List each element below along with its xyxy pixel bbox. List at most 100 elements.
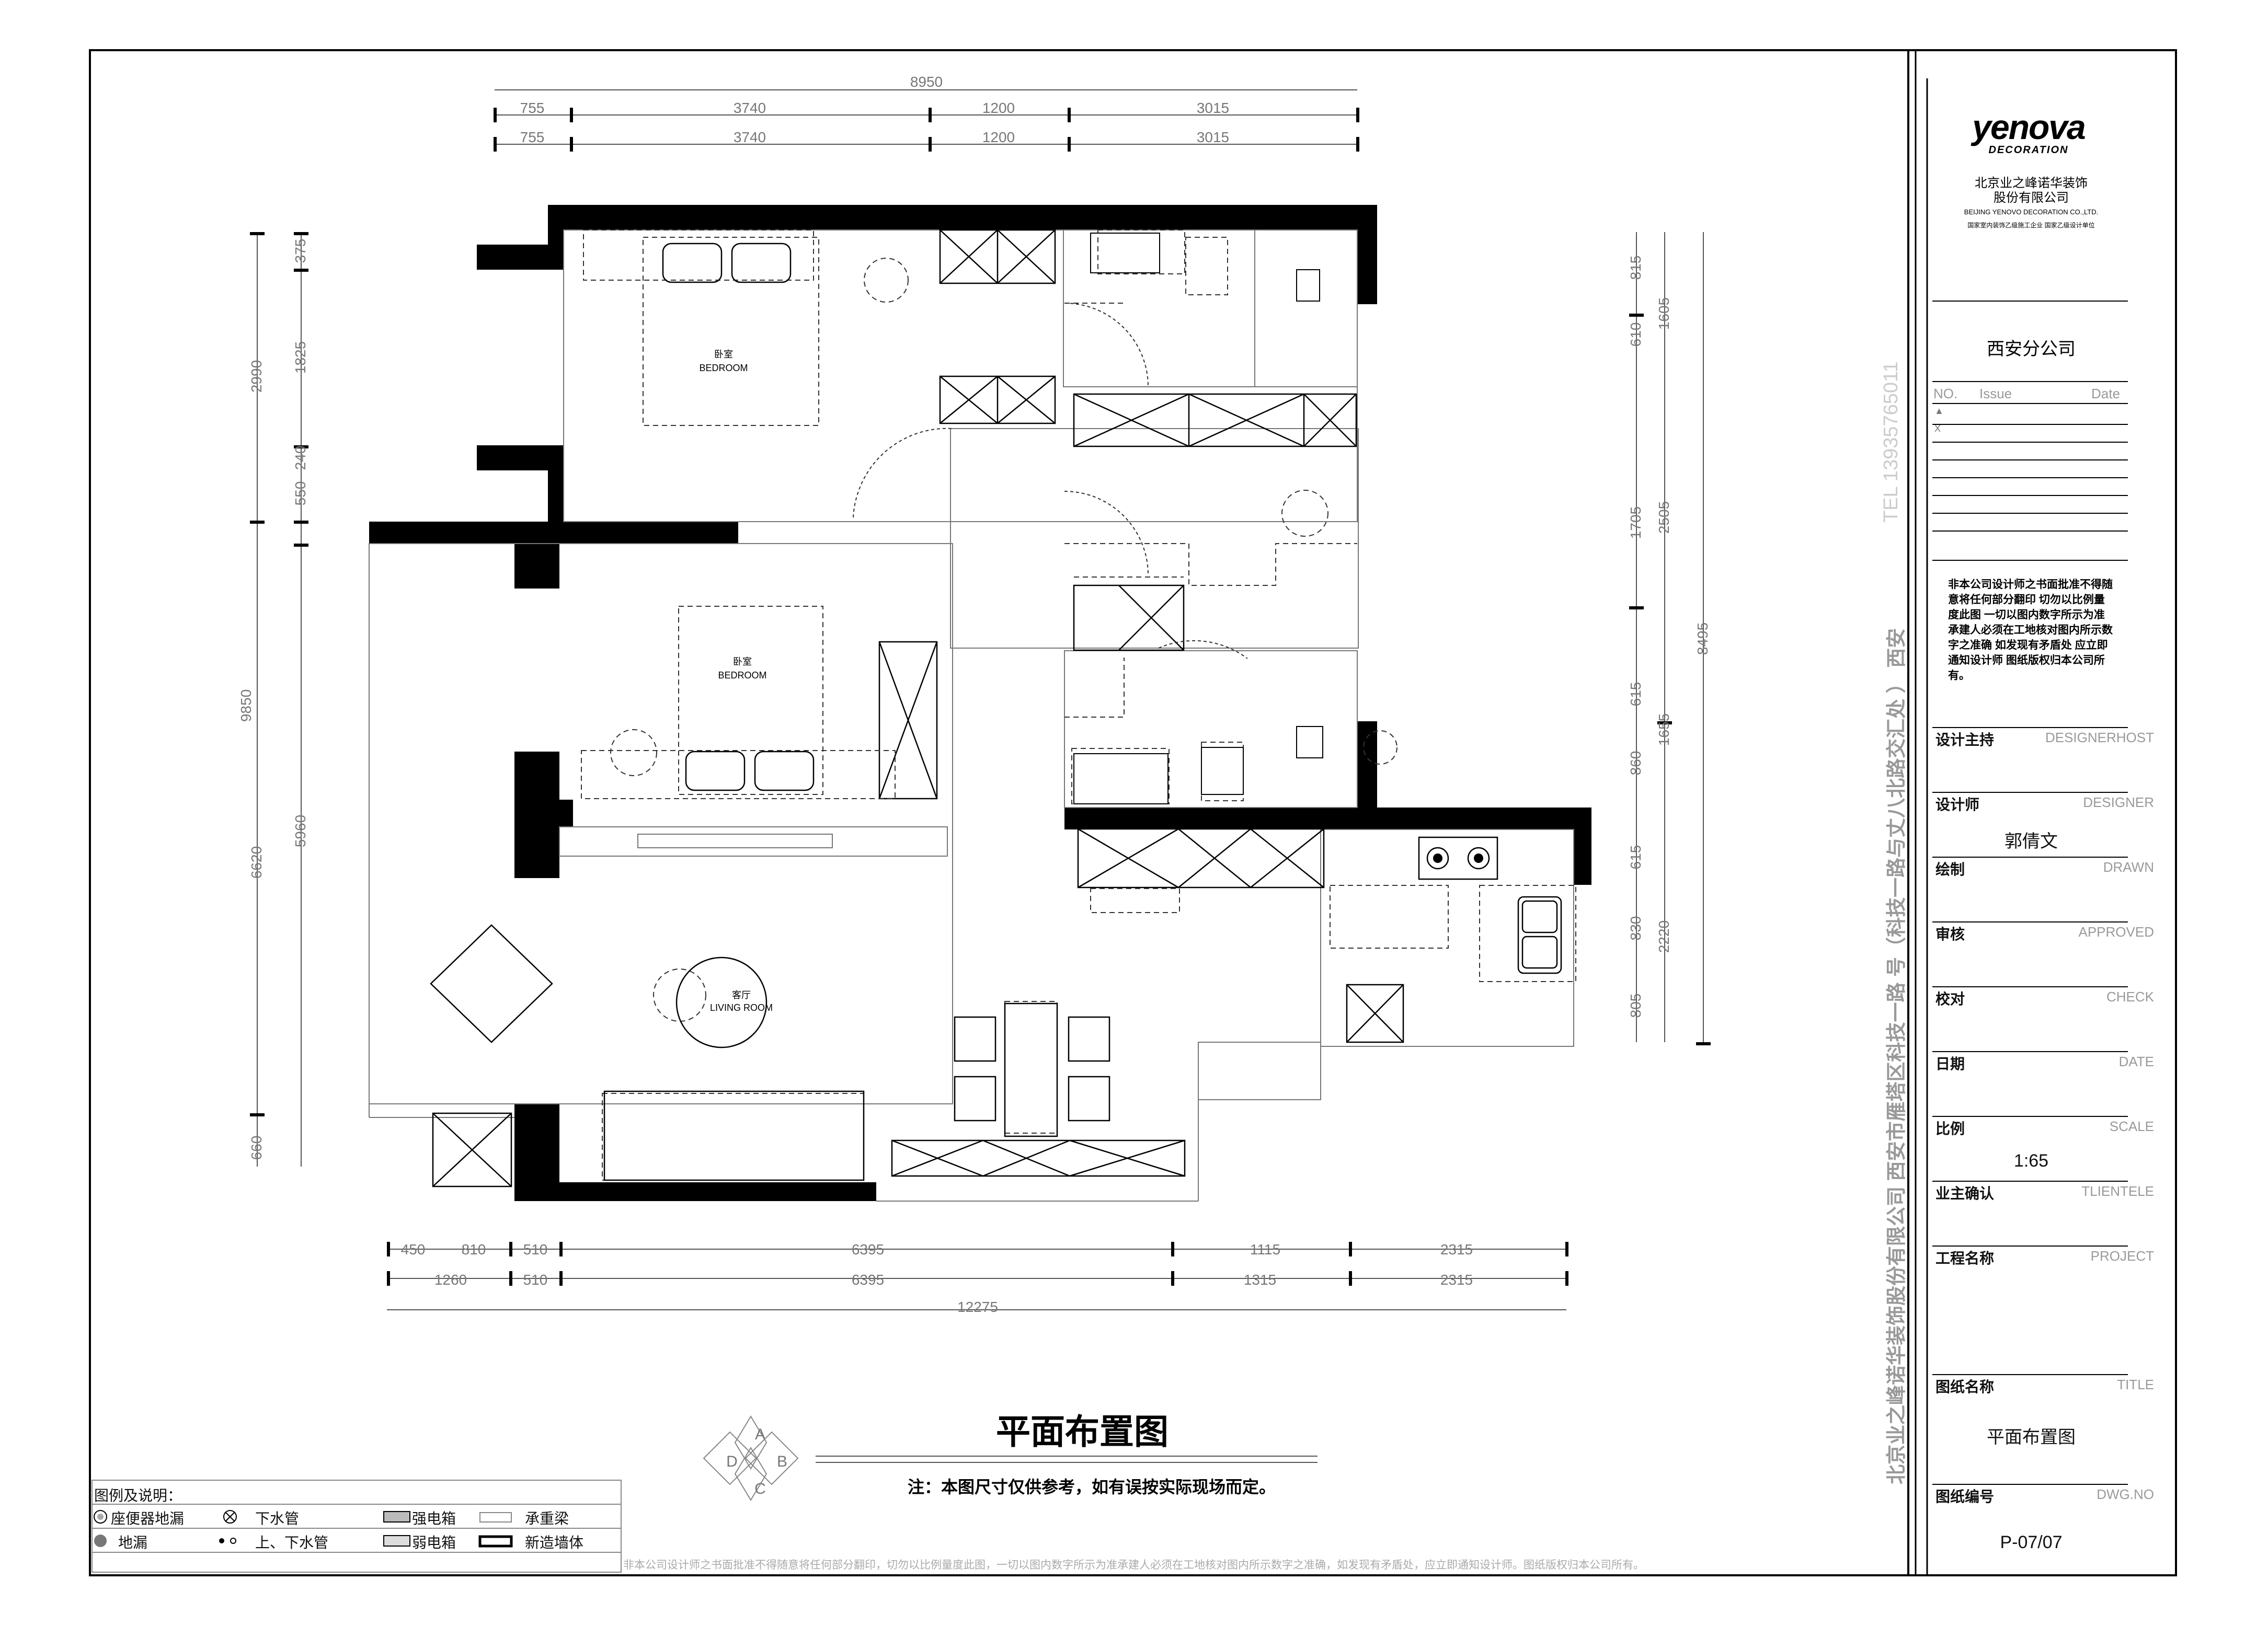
compass-letter-b: B bbox=[777, 1453, 787, 1470]
dim-bottom-10: 1315 bbox=[1244, 1272, 1276, 1288]
dim-top-total: 8950 bbox=[910, 74, 943, 90]
dim-right-13: 2220 bbox=[1656, 920, 1672, 953]
dim-bottom-11: 2315 bbox=[1440, 1272, 1473, 1288]
field-en-designer: DESIGNER bbox=[2083, 794, 2154, 810]
field-en-check: CHECK bbox=[2106, 989, 2154, 1005]
field-en-designerhost: DESIGNERHOST bbox=[2045, 730, 2154, 745]
dim-left-8: 550 bbox=[292, 481, 308, 506]
issue-mark-1: ▲ bbox=[1934, 406, 1944, 416]
weak-electric-box-icon bbox=[383, 1535, 410, 1547]
dim-top-6: 3740 bbox=[734, 129, 766, 145]
footer-disclaimer: 非本公司设计师之书面批准不得随意将任何部分翻印，切勿以比例量度此图，一切以图内数… bbox=[623, 1559, 1644, 1571]
dim-left-2: 9850 bbox=[238, 689, 254, 722]
legend-water-pipes: 上、下水管 bbox=[255, 1535, 329, 1551]
dim-right-2: 610 bbox=[1628, 322, 1644, 347]
logo-word: yenova bbox=[1972, 108, 2086, 146]
walls bbox=[369, 205, 1591, 1201]
legend-strong-box: 强电箱 bbox=[412, 1510, 456, 1527]
floor-drain-toilet-icon bbox=[94, 1510, 107, 1524]
field-en-title: TITLE bbox=[2117, 1377, 2154, 1392]
field-label-approved: 审核 bbox=[1935, 926, 1965, 942]
dim-bottom-3: 510 bbox=[523, 1241, 548, 1258]
dim-right-10: 2505 bbox=[1656, 501, 1672, 534]
dim-right-9: 1605 bbox=[1656, 297, 1672, 330]
field-en-scale: SCALE bbox=[2109, 1118, 2154, 1134]
dim-left-3: 6620 bbox=[248, 846, 265, 879]
dim-top-1: 755 bbox=[520, 100, 545, 116]
field-label-title: 图纸名称 bbox=[1935, 1379, 1995, 1395]
dim-bottom-8: 510 bbox=[523, 1272, 548, 1288]
field-en-project: PROJECT bbox=[2090, 1248, 2154, 1264]
field-label-designerhost: 设计主持 bbox=[1935, 732, 1995, 748]
dim-bottom-7: 1260 bbox=[434, 1272, 467, 1288]
company-name-en: BEIJING YENOVO DECORATION CO.,LTD. bbox=[1964, 208, 2099, 216]
field-label-check: 校对 bbox=[1935, 991, 1965, 1007]
room-label-bedroom-2: 卧室 bbox=[733, 656, 752, 667]
strong-electric-box-icon bbox=[383, 1511, 410, 1523]
issue-mark-2: X bbox=[1934, 423, 1941, 434]
room-label-living: 客厅 bbox=[732, 990, 751, 1000]
dim-top-4: 3015 bbox=[1197, 100, 1229, 116]
dim-top-2: 3740 bbox=[734, 100, 766, 116]
vertical-tel: TEL 13935765011 bbox=[1880, 361, 1902, 523]
field-label-designer: 设计师 bbox=[1935, 797, 1980, 813]
room-label-bedroom-2-en: BEDROOM bbox=[718, 670, 766, 681]
new-wall-icon bbox=[478, 1535, 513, 1548]
dim-bottom-9: 6395 bbox=[852, 1272, 884, 1288]
dim-bottom-5: 1115 bbox=[1250, 1241, 1280, 1258]
vertical-address: 北京业之峰诺华装饰股份有限公司 西安市雁塔区科技一路 号（科技一路与丈八北路交汇… bbox=[1886, 628, 1908, 1484]
dim-right-11: 8495 bbox=[1694, 622, 1711, 655]
company-logo: yenova DECORATION bbox=[1950, 110, 2107, 156]
compass-ornament bbox=[703, 1415, 1318, 1501]
legend-drain-pipe: 下水管 bbox=[255, 1510, 300, 1527]
dim-left-1: 2990 bbox=[248, 360, 265, 393]
legend-floor-drain: 地漏 bbox=[118, 1535, 148, 1551]
dim-top-7: 1200 bbox=[982, 129, 1015, 145]
field-en-drawn: DRAWN bbox=[2103, 859, 2154, 875]
company-tagline: 国家室内装饰乙级施工企业 国家乙级设计单位 bbox=[1967, 222, 2095, 229]
issue-header-issue: Issue bbox=[1979, 386, 2012, 401]
legend-title: 图例及说明： bbox=[94, 1487, 182, 1504]
branch-name: 西安分公司 bbox=[1987, 339, 2076, 359]
field-label-scale: 比例 bbox=[1935, 1121, 1965, 1137]
issue-header-date: Date bbox=[2091, 386, 2120, 401]
field-value-designer: 郭倩文 bbox=[2004, 832, 2058, 851]
legend-weak-box: 弱电箱 bbox=[412, 1535, 456, 1551]
dim-right-3: 1705 bbox=[1628, 506, 1644, 539]
dim-left-9: 5960 bbox=[292, 815, 308, 847]
company-name-1: 北京业之峰诺华装饰 bbox=[1975, 176, 2088, 190]
dim-left-7: 240 bbox=[292, 446, 308, 470]
dim-top-5: 755 bbox=[520, 129, 545, 145]
dim-bottom-2: 810 bbox=[462, 1241, 486, 1258]
dim-bottom-6: 2315 bbox=[1440, 1241, 1473, 1258]
legend-new-wall: 新造墙体 bbox=[525, 1535, 584, 1551]
load-beam-icon bbox=[479, 1512, 512, 1523]
dim-right-8: 805 bbox=[1628, 994, 1644, 1018]
compass-letter-d: D bbox=[726, 1453, 738, 1470]
drawing-note: 注：本图尺寸仅供参考，如有误按实际现场而定。 bbox=[908, 1477, 1276, 1497]
dim-right-4: 615 bbox=[1628, 682, 1644, 707]
company-name-2: 股份有限公司 bbox=[1994, 191, 2069, 205]
field-label-date: 日期 bbox=[1935, 1056, 1965, 1072]
field-en-date: DATE bbox=[2118, 1054, 2154, 1069]
dim-right-1: 815 bbox=[1628, 256, 1644, 280]
field-en-tlientele: TLIENTELE bbox=[2081, 1183, 2154, 1199]
room-label-bedroom-1: 卧室 bbox=[714, 349, 733, 360]
compass-letter-c: C bbox=[754, 1480, 766, 1497]
dim-left-4: 660 bbox=[248, 1136, 265, 1160]
water-pipes-icon bbox=[219, 1538, 224, 1543]
field-value-title: 平面布置图 bbox=[1987, 1427, 2076, 1447]
dim-right-7: 830 bbox=[1628, 916, 1644, 941]
room-label-bedroom-1-en: BEDROOM bbox=[699, 363, 748, 373]
dim-bottom-total: 12275 bbox=[957, 1299, 998, 1315]
copyright-notice: 非本公司设计师之书面批准不得随意将任何部分翻印 切勿以比例量度此图 一切以图内数… bbox=[1948, 579, 2113, 682]
drain-pipe-icon bbox=[223, 1510, 237, 1524]
field-label-dwgno: 图纸编号 bbox=[1935, 1489, 1995, 1505]
sheet-border bbox=[89, 49, 2177, 1576]
legend-icons bbox=[94, 1510, 513, 1548]
room-label-living-en: LIVING ROOM bbox=[710, 1002, 773, 1013]
dim-left-5: 375 bbox=[292, 239, 308, 263]
compass-letter-a: A bbox=[755, 1426, 765, 1443]
